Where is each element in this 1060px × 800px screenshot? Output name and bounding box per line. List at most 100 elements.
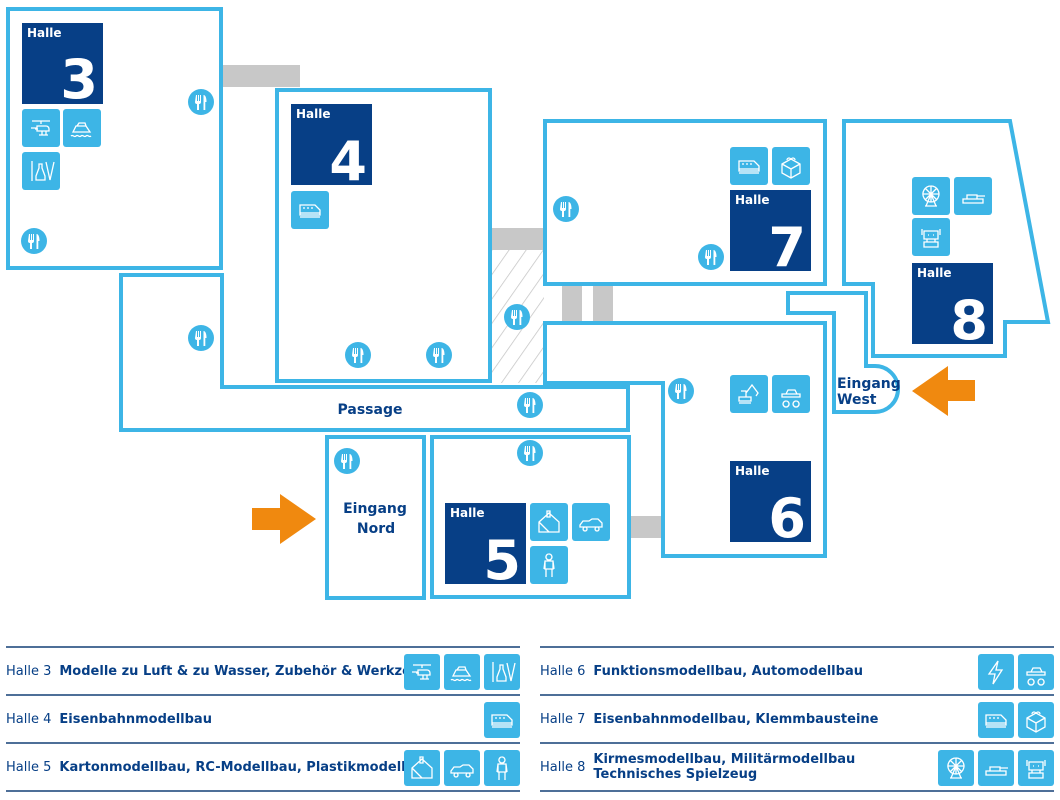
legend-row: Halle 5 Kartonmodellbau, RC-Modellbau, Pl…	[6, 742, 520, 792]
legend-icons	[484, 702, 520, 738]
ship-icon	[63, 109, 101, 147]
legend-hall-label: Halle 3	[6, 663, 52, 679]
svg-text:4: 4	[329, 130, 367, 193]
restaurant-icon[interactable]	[698, 244, 724, 270]
building-brick-icon	[772, 147, 810, 185]
tools-icon	[22, 152, 60, 190]
entrance-west-label-line1: Eingang	[837, 376, 901, 392]
ship-icon	[444, 654, 480, 690]
restaurant-icon[interactable]	[668, 378, 694, 404]
legend-icons	[404, 750, 520, 786]
legend-icons	[978, 702, 1054, 738]
hall-8-label: Halle 8	[912, 263, 993, 352]
connector-bridge	[630, 516, 662, 538]
hall-4-label: Halle 4	[291, 104, 372, 193]
hall-map: Halle 3 Halle 4 Halle 7 Halle 8 Halle 6 …	[6, 7, 1051, 600]
svg-text:Halle: Halle	[296, 107, 331, 121]
train-icon	[484, 702, 520, 738]
connector-bridge	[492, 228, 544, 250]
legend-description: Eisenbahnmodellbau, Klemmbausteine	[593, 711, 879, 727]
entrance-west-label-line2: West	[837, 392, 877, 408]
train-icon	[978, 702, 1014, 738]
svg-text:6: 6	[768, 487, 806, 550]
svg-text:Halle: Halle	[27, 26, 62, 40]
restaurant-icon[interactable]	[188, 325, 214, 351]
restaurant-icon[interactable]	[188, 89, 214, 115]
hall-4-outline[interactable]	[275, 88, 492, 383]
restaurant-icon[interactable]	[517, 440, 543, 466]
tank-icon	[954, 177, 992, 215]
legend-icons	[404, 654, 520, 690]
svg-text:5: 5	[483, 529, 521, 592]
building-brick-icon	[1018, 702, 1054, 738]
legend-description: Eisenbahnmodellbau	[59, 711, 212, 727]
svg-text:3: 3	[60, 48, 98, 111]
rc-car-icon	[572, 503, 610, 541]
legend-hall-label: Halle 4	[6, 711, 52, 727]
svg-text:Halle: Halle	[917, 266, 952, 280]
connector-bridge	[222, 65, 300, 87]
legend-row: Halle 8 Kirmesmodellbau, Militärmodellbau…	[540, 742, 1054, 792]
legend-icons	[938, 750, 1054, 786]
hall-6-label: Halle 6	[730, 461, 811, 550]
paper-house-icon	[530, 503, 568, 541]
hall-5-label: Halle 5	[445, 503, 526, 592]
legend-row: Halle 4 Eisenbahnmodellbau	[6, 694, 520, 742]
monster-truck-icon	[1018, 654, 1054, 690]
entrance-north-label-line2: Nord	[357, 521, 395, 537]
ferris-wheel-icon	[912, 177, 950, 215]
legend-hall-label: Halle 7	[540, 711, 586, 727]
legend-right-column: Halle 6 Funktionsmodellbau, Automodellbau…	[540, 646, 1054, 792]
legend-left-column: Halle 3 Modelle zu Luft & zu Wasser, Zube…	[6, 646, 520, 792]
legend-hall-label: Halle 8	[540, 759, 586, 775]
entrance-north-arrow	[252, 494, 316, 544]
figure-icon	[530, 546, 568, 584]
svg-text:Halle: Halle	[735, 193, 770, 207]
legend-description: Funktionsmodellbau, Automodellbau	[593, 663, 863, 679]
train-icon	[291, 191, 329, 229]
connector-bridge	[593, 286, 613, 322]
legend-hall-label: Halle 6	[540, 663, 586, 679]
svg-text:7: 7	[768, 216, 806, 279]
lightning-icon	[978, 654, 1014, 690]
tools-icon	[484, 654, 520, 690]
legend-row: Halle 3 Modelle zu Luft & zu Wasser, Zube…	[6, 646, 520, 694]
svg-text:8: 8	[950, 289, 988, 352]
restaurant-icon[interactable]	[517, 392, 543, 418]
helicopter-icon	[22, 109, 60, 147]
entrance-north-label-line1: Eingang	[343, 501, 407, 517]
restaurant-icon[interactable]	[504, 304, 530, 330]
excavator-icon	[730, 375, 768, 413]
restaurant-icon[interactable]	[345, 342, 371, 368]
restaurant-icon[interactable]	[553, 196, 579, 222]
tank-icon	[978, 750, 1014, 786]
paper-house-icon	[404, 750, 440, 786]
helicopter-icon	[404, 654, 440, 690]
legend-hall-label: Halle 5	[6, 759, 52, 775]
svg-text:Halle: Halle	[735, 464, 770, 478]
legend-row: Halle 7 Eisenbahnmodellbau, Klemmbaustein…	[540, 694, 1054, 742]
hall-7-label: Halle 7	[730, 190, 811, 279]
monster-truck-icon	[772, 375, 810, 413]
svg-text:Halle: Halle	[450, 506, 485, 520]
legend-icons	[978, 654, 1054, 690]
passage-outline[interactable]	[119, 273, 630, 432]
hall-3-label: Halle 3	[22, 23, 103, 111]
figure-icon	[484, 750, 520, 786]
passage-label: Passage	[338, 402, 403, 418]
train-icon	[730, 147, 768, 185]
restaurant-icon[interactable]	[21, 228, 47, 254]
restaurant-icon[interactable]	[426, 342, 452, 368]
robot-icon	[1018, 750, 1054, 786]
legend-row: Halle 6 Funktionsmodellbau, Automodellbau	[540, 646, 1054, 694]
connector-bridge	[562, 286, 582, 322]
rc-car-icon	[444, 750, 480, 786]
robot-icon	[912, 218, 950, 256]
restaurant-icon[interactable]	[334, 448, 360, 474]
ferris-wheel-icon	[938, 750, 974, 786]
entrance-west-arrow	[912, 366, 975, 416]
legend-description: Kartonmodellbau, RC-Modellbau, Plastikmo…	[59, 759, 433, 775]
legend-description: Modelle zu Luft & zu Wasser, Zubehör & W…	[59, 663, 439, 679]
entrance-west-outline[interactable]	[786, 291, 900, 414]
